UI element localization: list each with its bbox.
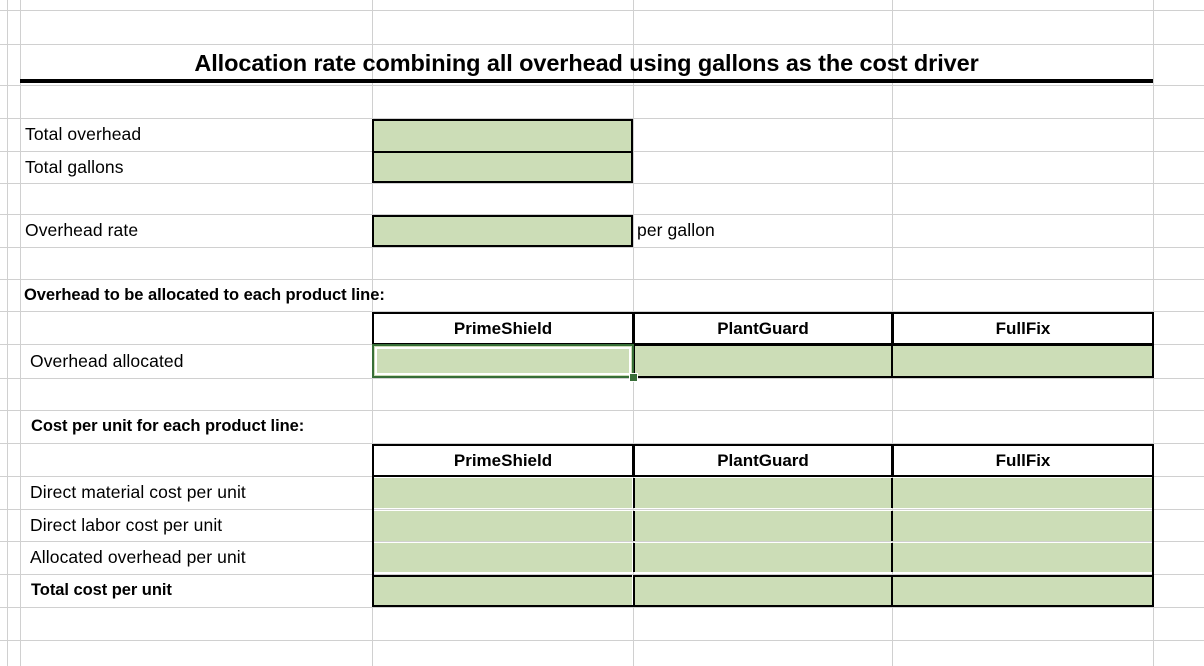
input-direct-labor-plantguard[interactable] <box>633 511 893 541</box>
heading-overhead-allocation: Overhead to be allocated to each product… <box>24 285 385 304</box>
input-direct-material-fullfix[interactable] <box>893 478 1154 508</box>
gridline-horizontal <box>0 247 1204 248</box>
gridline-horizontal <box>0 10 1204 11</box>
label-total-gallons: Total gallons <box>25 156 124 177</box>
label-total-cost-per-unit: Total cost per unit <box>31 581 172 599</box>
gridline-horizontal <box>0 410 1204 411</box>
allocation-header-primeshield: PrimeShield <box>372 312 634 345</box>
fill-handle[interactable] <box>629 373 638 382</box>
label-overhead-allocated: Overhead allocated <box>30 350 184 371</box>
allocation-header-fullfix: FullFix <box>892 312 1154 345</box>
gridline-horizontal <box>0 509 1204 510</box>
input-total-cost-plantguard[interactable] <box>633 575 893 607</box>
input-allocated-overhead-plantguard[interactable] <box>633 543 893 572</box>
gridline-horizontal <box>0 541 1204 542</box>
input-total-cost-fullfix[interactable] <box>893 575 1154 607</box>
input-overhead-rate[interactable] <box>372 215 633 247</box>
input-direct-labor-fullfix[interactable] <box>893 511 1154 541</box>
gridline-horizontal <box>0 183 1204 184</box>
title-underline-rule <box>20 79 1153 83</box>
input-allocated-overhead-primeshield[interactable] <box>372 543 632 572</box>
input-overhead-allocated-primeshield[interactable] <box>374 345 632 376</box>
label-direct-material-cost-per-unit: Direct material cost per unit <box>30 482 246 502</box>
gridline-horizontal <box>0 279 1204 280</box>
gridline-horizontal <box>0 85 1204 86</box>
gridline-vertical <box>20 0 21 666</box>
label-allocated-overhead-per-unit: Allocated overhead per unit <box>30 547 246 567</box>
cost-header-primeshield: PrimeShield <box>372 444 634 477</box>
input-total-overhead[interactable] <box>372 119 633 151</box>
cost-header-plantguard: PlantGuard <box>633 444 893 477</box>
gridline-horizontal <box>0 44 1204 45</box>
gridline-horizontal <box>0 311 1204 312</box>
input-direct-material-plantguard[interactable] <box>633 478 893 508</box>
label-direct-labor-cost-per-unit: Direct labor cost per unit <box>30 514 223 535</box>
gridline-vertical <box>7 0 8 666</box>
gridline-horizontal <box>0 378 1204 379</box>
gridline-horizontal <box>0 640 1204 641</box>
input-overhead-allocated-fullfix[interactable] <box>893 345 1154 376</box>
label-total-overhead: Total overhead <box>25 124 142 144</box>
label-overhead-rate-unit: per gallon <box>637 220 715 240</box>
gridline-horizontal <box>0 118 1204 119</box>
page-title: Allocation rate combining all overhead u… <box>194 50 979 76</box>
gridline-horizontal <box>0 574 1204 575</box>
selected-cell-overhead-allocated-primeshield[interactable] <box>372 344 634 378</box>
input-total-cost-primeshield[interactable] <box>372 575 632 607</box>
input-allocated-overhead-fullfix[interactable] <box>893 543 1154 572</box>
allocation-header-plantguard: PlantGuard <box>633 312 893 345</box>
input-total-gallons[interactable] <box>372 151 633 183</box>
heading-cost-per-unit: Cost per unit for each product line: <box>31 417 305 435</box>
input-direct-labor-primeshield[interactable] <box>372 511 632 541</box>
cost-header-fullfix: FullFix <box>892 444 1154 477</box>
label-overhead-rate: Overhead rate <box>25 220 139 240</box>
gridline-horizontal <box>0 607 1204 608</box>
input-direct-material-primeshield[interactable] <box>372 478 632 508</box>
gridline-horizontal <box>0 443 1204 444</box>
input-overhead-allocated-plantguard[interactable] <box>633 345 893 376</box>
gridline-horizontal <box>0 214 1204 215</box>
